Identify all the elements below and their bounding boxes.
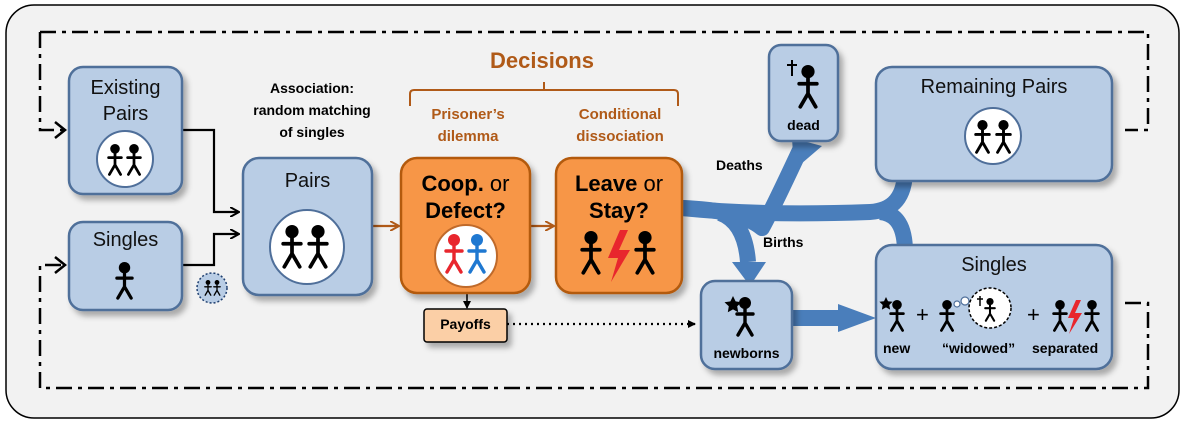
singles-right-title: Singles — [961, 254, 1027, 276]
dead-box — [767, 43, 840, 143]
coop-circle — [434, 224, 498, 288]
existing-pairs-circle — [96, 130, 154, 188]
dead-label: dead — [787, 117, 820, 133]
plus-operator: + — [1027, 302, 1040, 327]
births-label: Births — [763, 234, 804, 250]
connector-arrows — [182, 128, 471, 309]
remaining-pairs-circle — [964, 107, 1022, 165]
conditional-dissociation-label: Conditional dissociation — [560, 104, 680, 148]
deaths-label: Deaths — [716, 157, 763, 173]
prisoners-dilemma-label: Prisoner’s dilemma — [413, 104, 523, 148]
decisions-title: Decisions — [490, 48, 594, 73]
coop-word: Coop. — [421, 171, 484, 196]
decisions-brace — [409, 82, 679, 106]
newborns-label: newborns — [713, 345, 780, 361]
association-line-1: Association: — [269, 80, 354, 96]
feedback-loop — [38, 30, 1150, 390]
pairs-title: Pairs — [284, 170, 331, 192]
payoffs-box — [423, 308, 508, 343]
association-label: Association: random matching of singles — [247, 77, 377, 143]
cross-icon — [787, 60, 797, 76]
leave-stay-box — [554, 156, 684, 295]
flow-arrows — [681, 146, 913, 326]
remaining-pairs-title: Remaining Pairs — [920, 76, 1068, 98]
lightning-icon — [1068, 300, 1082, 334]
lightning-icon — [608, 230, 630, 282]
leave-stay-title: Leave or Stay? — [556, 170, 682, 224]
defect-word: Defect? — [425, 198, 506, 223]
prisoners-line-1: Prisoner’s — [431, 106, 505, 123]
singles-left-title: Singles — [92, 229, 159, 251]
association-line-2: random matching — [253, 102, 371, 118]
small-pair-circle — [196, 272, 228, 304]
conditional-line-2: dissociation — [576, 128, 664, 145]
widowed-label: “widowed” — [942, 340, 1016, 356]
conditional-line-1: Conditional — [578, 106, 662, 123]
plus-operator: + — [916, 302, 929, 327]
existing-pairs-title: Existing Pairs — [69, 75, 182, 127]
association-line-3: of singles — [279, 124, 345, 140]
cross-icon — [977, 296, 983, 306]
payoffs-label: Payoffs — [440, 316, 491, 332]
loop-arrowheads — [54, 121, 68, 274]
existing-pairs-line-1: Existing — [90, 77, 161, 99]
star-icon — [879, 297, 893, 310]
stay-word: Stay? — [589, 198, 649, 223]
separated-label: separated — [1032, 340, 1099, 356]
births-flow — [716, 205, 756, 263]
leave-word: Leave — [574, 171, 638, 196]
or-word: or — [483, 171, 510, 196]
existing-pairs-line-2: Pairs — [102, 103, 149, 125]
prisoners-line-2: dilemma — [437, 128, 499, 145]
pairs-circle — [269, 209, 345, 285]
new-label: new — [883, 340, 911, 356]
star-icon — [724, 296, 742, 313]
or-word: or — [637, 171, 664, 196]
coop-defect-title: Coop. or Defect? — [401, 170, 530, 224]
